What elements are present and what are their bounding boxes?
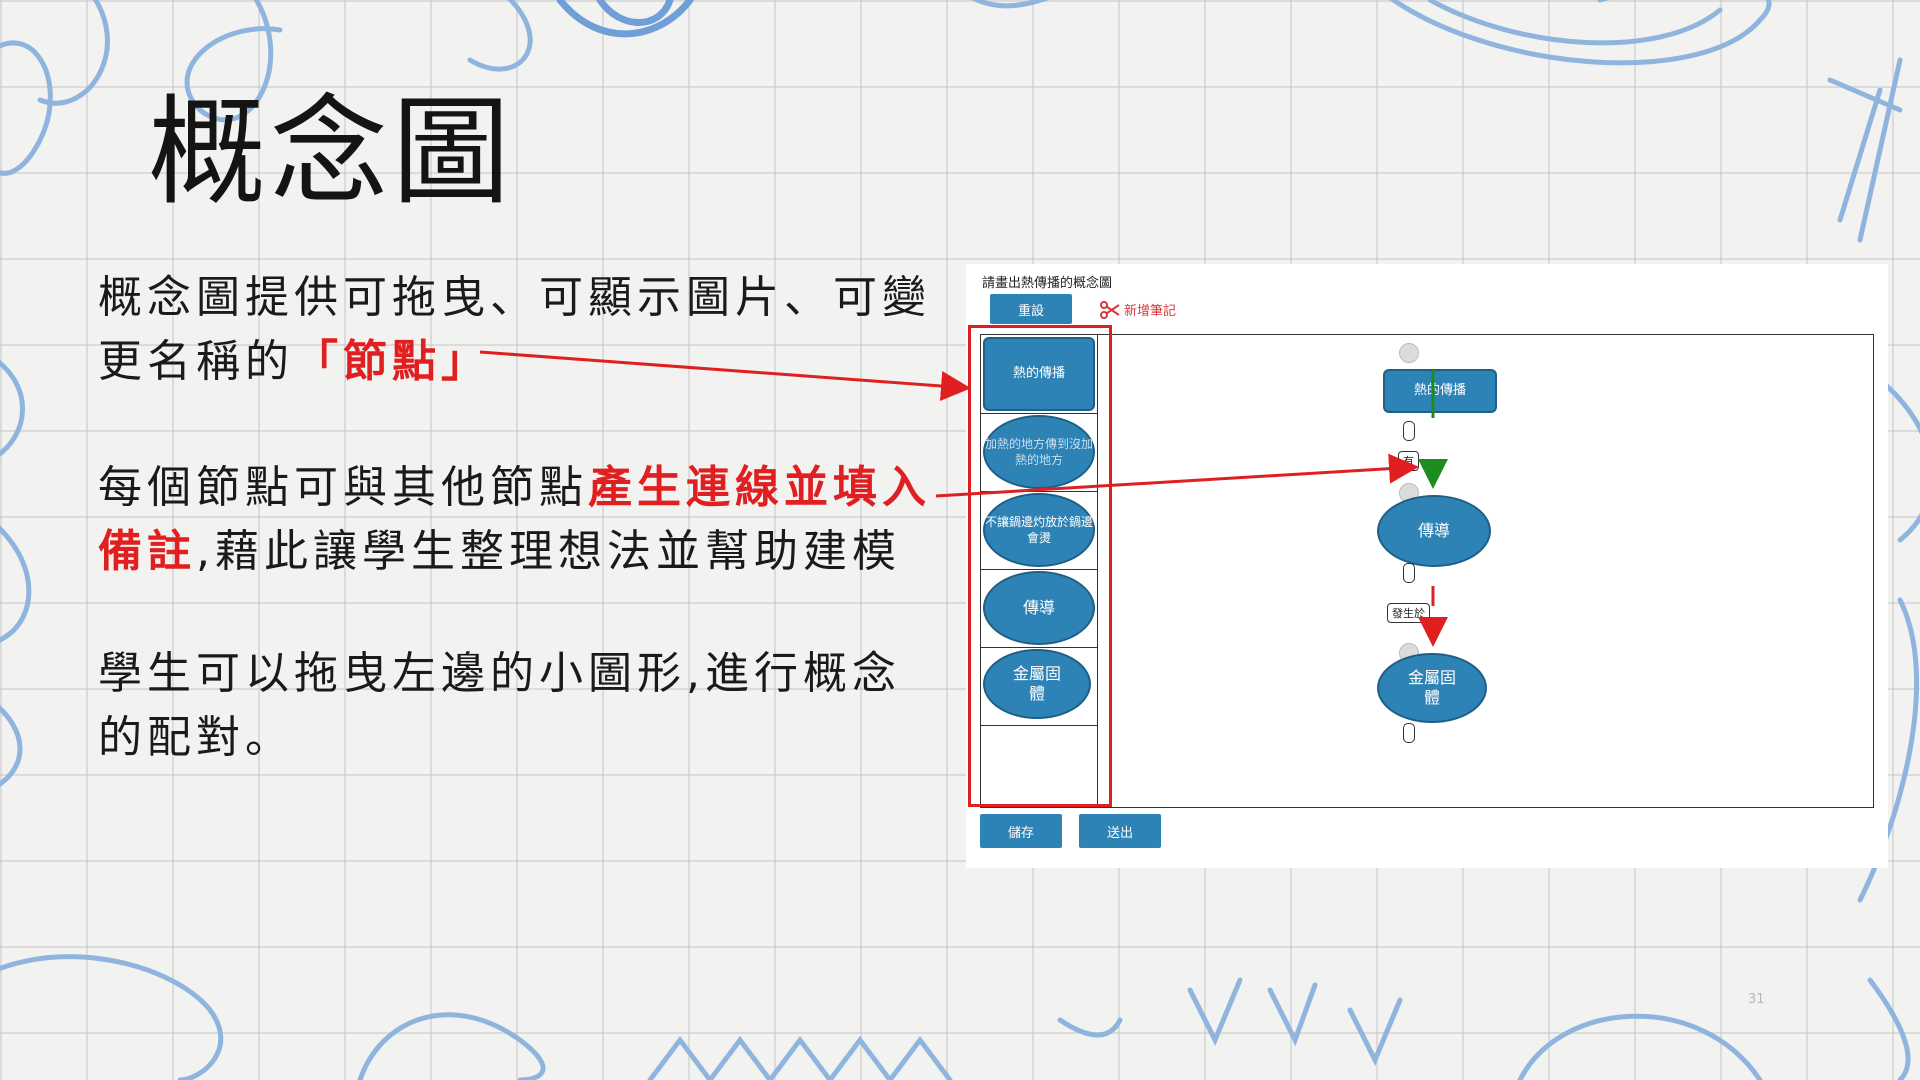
diagram-node-conduction[interactable]: 傳導 [1377,495,1491,567]
send-button[interactable]: 送出 [1079,814,1161,848]
nodes-emphasis: 「節點」 [294,336,490,387]
add-note-button[interactable]: 新增筆記 [1100,300,1176,319]
paragraph-drag: 學生可以拖曳左邊的小圖形,進行概念的配對。 [98,648,901,763]
palette-node-conduction[interactable]: 傳導 [983,571,1095,645]
connector-port[interactable] [1403,723,1415,743]
reset-button[interactable]: 重設 [990,294,1072,324]
palette-cell: 傳導 [981,569,1097,648]
app-prompt: 請畫出熱傳播的概念圖 [982,276,1113,291]
diagram-node-heat-transfer[interactable]: 熱的傳播 [1383,369,1497,413]
palette-node-metal-solid[interactable]: 金屬固體 [983,649,1091,719]
paragraph-links-text-after: ,藉此讓學生整理想法並幫助建模 [196,526,901,577]
diagram-node-metal-solid[interactable]: 金屬固體 [1377,653,1487,723]
add-note-label: 新增筆記 [1124,304,1177,319]
edge-label-occurs-in[interactable]: 發生於 [1387,603,1430,623]
connector-port[interactable] [1403,421,1415,441]
palette-cell: 金屬固體 [981,647,1097,726]
paragraph-links-text-before: 每個節點可與其他節點 [98,462,588,513]
scissors-icon [1100,300,1120,319]
palette-cell: 熱的傳播 [981,335,1097,414]
paragraph-links: 每個節點可與其他節點產生連線並填入備註,藉此讓學生整理想法並幫助建模 [98,456,948,584]
connector-dot[interactable] [1399,343,1419,363]
page-number: 31 [1748,992,1765,1007]
palette-highlight-box [968,325,1112,807]
slide-title: 概念圖 [148,83,515,221]
links-emphasis: 產生連線並填入備註 [98,462,931,577]
concept-map-app: 請畫出熱傳播的概念圖 重設 新增筆記 熱的傳播 加熱的地方傳到沒加熱的地方 不讓… [966,264,1888,868]
palette-node-heat-transfer[interactable]: 熱的傳播 [983,337,1095,411]
paragraph-nodes: 概念圖提供可拖曳、可顯示圖片、可變更名稱的「節點」 [98,266,948,394]
edge-label-has[interactable]: 有 [1398,451,1419,471]
connector-port[interactable] [1403,563,1415,583]
diagram-canvas[interactable]: 熱的傳播 加熱的地方傳到沒加熱的地方 不讓鍋邊灼放於鍋邊會燙 傳導 金屬固體 熱… [980,334,1874,808]
paragraph-nodes-text: 概念圖提供可拖曳、可顯示圖片、可變更名稱的 [98,272,931,387]
save-button[interactable]: 儲存 [980,814,1062,848]
